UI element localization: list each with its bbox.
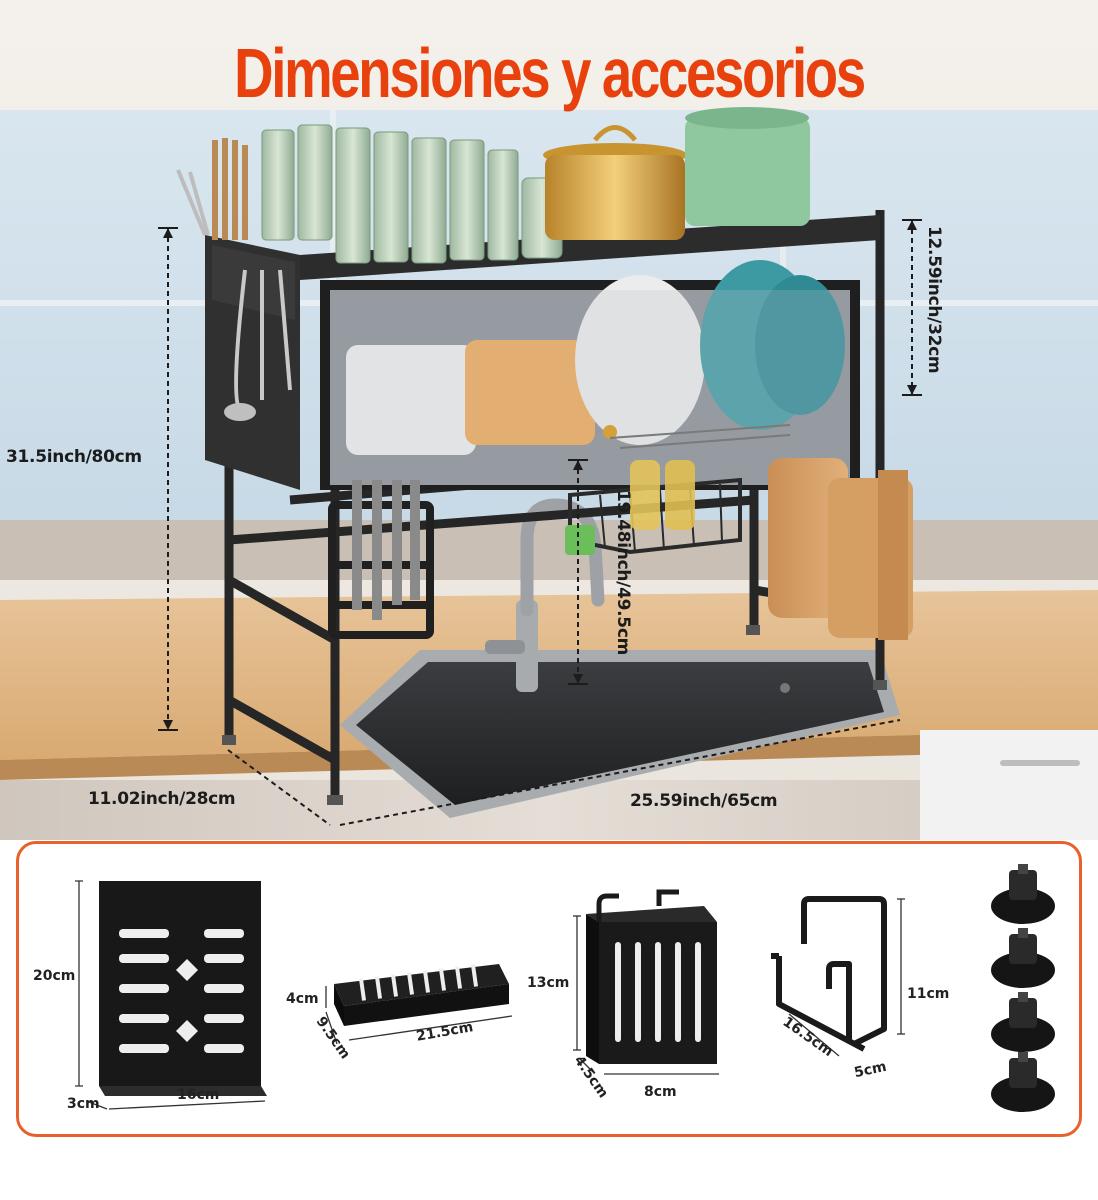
page-title: Dimensiones y accesorios <box>234 34 866 112</box>
width-label: 25.59inch/65cm <box>630 791 778 811</box>
height-total-label: 31.5inch/80cm <box>6 447 142 467</box>
cutting-board-rack <box>99 881 267 1096</box>
board-rack-width-label: 16cm <box>177 1087 220 1103</box>
depth-label: 11.02inch/28cm <box>88 789 236 809</box>
board-rack-depth-label: 3cm <box>67 1096 100 1112</box>
plate-tray <box>334 964 509 1026</box>
board-rack-height-label: 20cm <box>33 968 76 984</box>
holder-width-label: 8cm <box>644 1084 677 1100</box>
dimension-lines <box>158 219 922 826</box>
hook-rack <box>771 896 887 1052</box>
utensil-holder <box>586 889 717 1064</box>
holder-height-label: 13cm <box>527 975 570 991</box>
tray-height-label: 4cm <box>286 991 319 1007</box>
accessories-panel: 20cm 16cm 3cm 4cm 9.5cm 21.5cm 13cm 4.5c… <box>16 841 1082 1137</box>
dish-rack-scene <box>0 0 1098 840</box>
clearance-height-label: 19.48inch/49.5cm <box>613 490 633 656</box>
leveling-feet <box>991 864 1055 1112</box>
accessories-drawings <box>75 864 1055 1112</box>
upper-shelf-height-label: 12.59inch/32cm <box>924 226 944 374</box>
hook-height-label: 11cm <box>907 986 950 1002</box>
